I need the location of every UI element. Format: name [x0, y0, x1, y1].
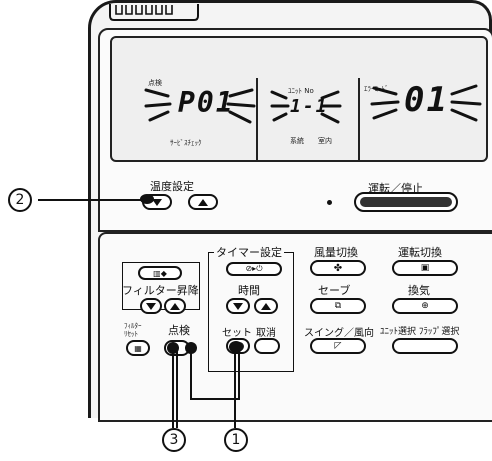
ventilation-label: 換気: [408, 284, 430, 297]
swing-icon: ◸: [334, 341, 342, 351]
triangle-down-icon: [146, 302, 156, 310]
unit-number-display: 1-1: [290, 96, 329, 117]
unit-select-label: ﾕﾆｯﾄ選択 ﾌﾗｯﾌﾟ選択: [380, 327, 460, 337]
save-icon: ⧉: [334, 301, 342, 311]
filter-reset-button[interactable]: ▦: [126, 340, 150, 356]
flashing-indicator-rays: [144, 84, 482, 124]
mode-label: 運転切換: [398, 246, 442, 259]
timer-mode-button[interactable]: ⊘▸⏻: [226, 262, 282, 276]
triangle-up-icon: [261, 302, 271, 310]
callout-1-leader-line: [234, 348, 236, 428]
callout-1-leader-line: [190, 398, 240, 400]
callout-3: 3: [162, 428, 186, 452]
swing-label: スイング／風向: [304, 328, 374, 339]
filter-lift-label: フィルター昇降: [122, 284, 199, 297]
timer-setting-label: タイマー設定: [214, 244, 284, 260]
unit-no-label: ﾕﾆｯﾄ No: [288, 87, 314, 95]
lcd-divider: [358, 78, 360, 162]
filter-up-button[interactable]: [164, 298, 186, 314]
service-check-label: ｻｰﾋﾞｽﾁｪｯｸ: [170, 139, 202, 147]
set-button-press: [229, 341, 243, 353]
callout-3-leader-line: [176, 348, 178, 428]
unit-select-button[interactable]: [392, 338, 458, 354]
time-down-button[interactable]: [226, 298, 250, 314]
run-stop-button[interactable]: [354, 192, 458, 212]
time-label: 時間: [238, 284, 260, 297]
time-up-button[interactable]: [254, 298, 278, 314]
operation-lamp: [327, 200, 332, 205]
system-label: 系統: [290, 137, 304, 145]
triangle-down-icon: [233, 302, 243, 310]
cancel-label: 取消: [256, 328, 276, 339]
run-stop-label: 運転／停止: [368, 182, 423, 195]
fan-icon: ✤: [333, 262, 343, 274]
filter-icon: ▥◆: [153, 268, 167, 278]
callout-2-leader-line: [38, 199, 146, 201]
ventilation-button[interactable]: ⊕: [392, 298, 458, 314]
filter-down-button[interactable]: [140, 298, 162, 314]
callout-3-leader-line: [172, 348, 174, 428]
swing-button[interactable]: ◸: [310, 338, 366, 354]
check-label: 点検: [168, 324, 190, 337]
filter-reset-label: ﾌｨﾙﾀｰ ﾘｾｯﾄ: [124, 322, 142, 338]
save-label: セーブ: [318, 284, 351, 297]
check-indicator-label: 点検: [148, 79, 162, 87]
triangle-down-icon: [152, 198, 162, 206]
save-button[interactable]: ⧉: [310, 298, 366, 314]
cancel-button[interactable]: [254, 338, 280, 354]
callout-1-leader-line: [238, 348, 240, 400]
indoor-label: 室内: [318, 137, 332, 145]
check-code-display: P01: [178, 86, 235, 119]
temp-down-highlight: [140, 194, 154, 204]
lcd-divider: [256, 78, 258, 162]
mode-button[interactable]: ▣: [392, 260, 458, 276]
set-label: セット: [222, 328, 252, 339]
callout-1: 1: [224, 428, 248, 452]
mode-icon: ▣: [420, 263, 430, 273]
fan-speed-label: 風量切換: [314, 246, 358, 259]
top-grip: [109, 4, 199, 21]
ventilation-icon: ⊕: [421, 301, 429, 311]
callout-1-leader-line: [190, 348, 192, 400]
grid-icon: ▦: [134, 343, 142, 353]
triangle-up-icon: [198, 198, 208, 206]
filter-select-button[interactable]: ▥◆: [138, 266, 182, 280]
lcd-display: 点検 P01 ｻｰﾋﾞｽﾁｪｯｸ ﾕﾆｯﾄ No 1-1 系統 室内 ｴﾗｰｺｰ…: [110, 36, 488, 162]
callout-2: 2: [8, 188, 32, 212]
triangle-up-icon: [170, 302, 180, 310]
error-code-display: 01: [404, 80, 449, 120]
temp-up-button[interactable]: [188, 194, 218, 210]
fan-speed-button[interactable]: ✤: [310, 260, 366, 276]
temp-setting-label: 温度設定: [150, 180, 194, 193]
